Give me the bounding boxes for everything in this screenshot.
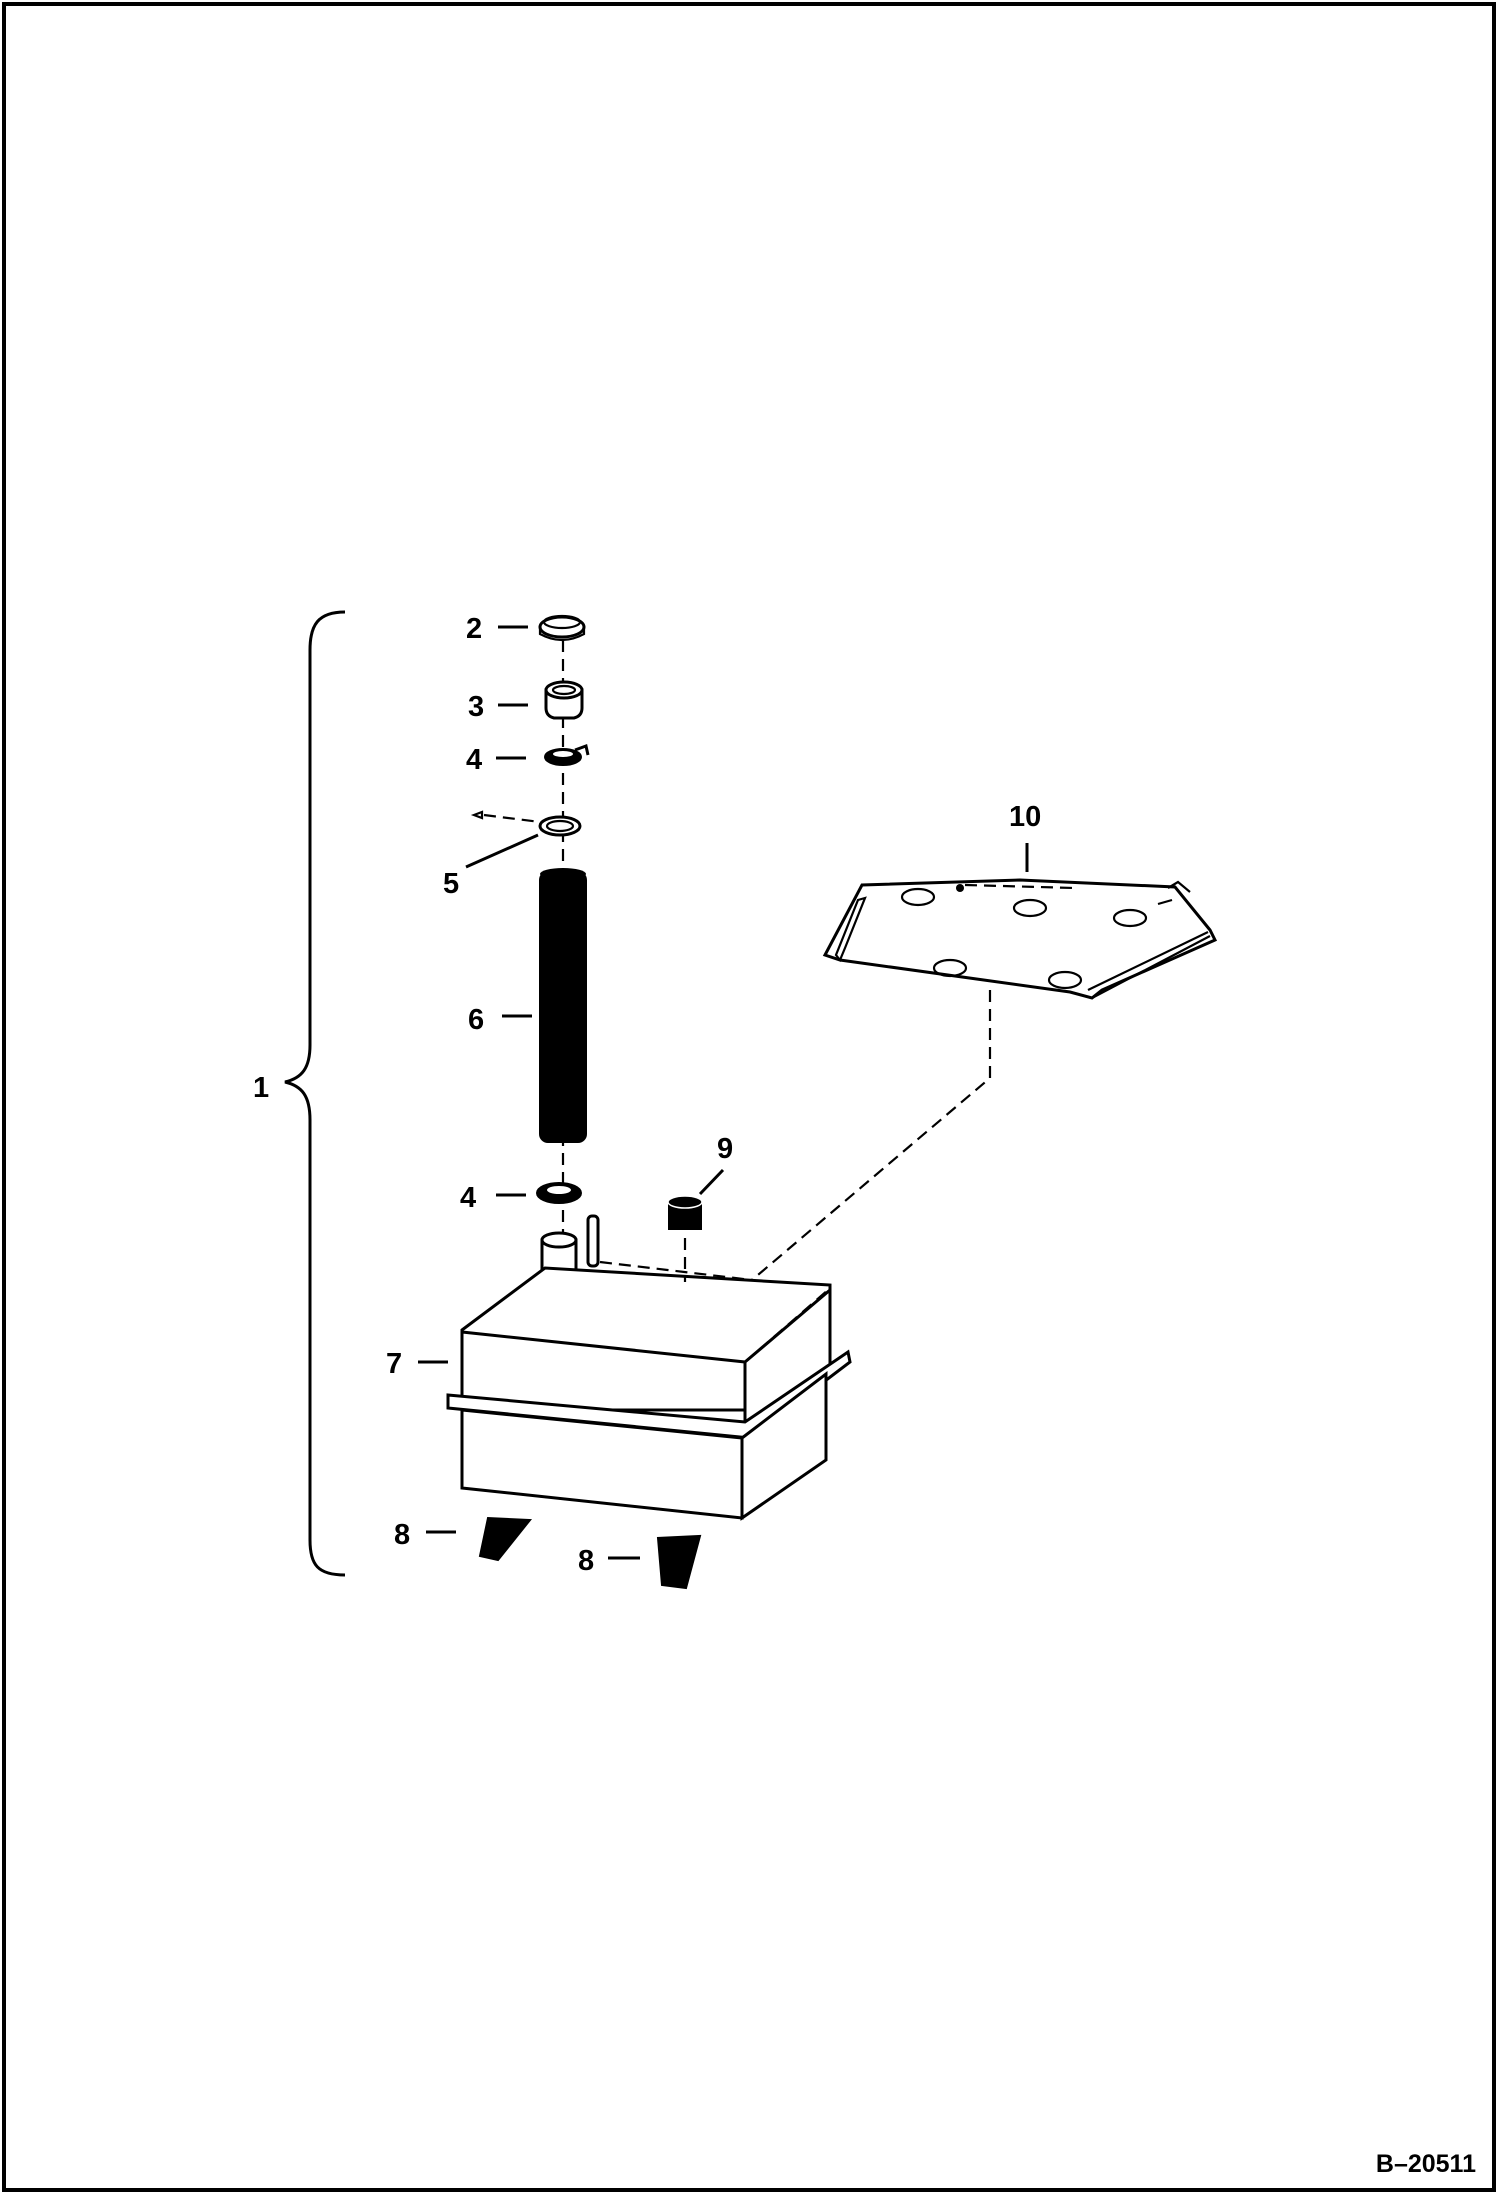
figure-id: B–20511: [1376, 2150, 1476, 2178]
leader-lines: [418, 625, 1029, 1560]
callout-4-lower: 4: [460, 1182, 476, 1214]
callout-3: 3: [468, 691, 484, 723]
callout-8-left: 8: [394, 1519, 410, 1551]
callout-2: 2: [466, 613, 482, 645]
plate-connection-line: [751, 990, 992, 1281]
fuel-tank: [446, 1214, 852, 1521]
hose-clamp-lower: [536, 1182, 582, 1204]
callout-8-right: 8: [578, 1545, 594, 1577]
mounting-pad-right: [656, 1534, 702, 1590]
callout-1: 1: [253, 1072, 269, 1104]
callout-7: 7: [386, 1348, 402, 1380]
filler-adapter: [544, 680, 584, 720]
callout-4-upper: 4: [466, 744, 482, 776]
filler-cap: [538, 614, 586, 642]
callout-6: 6: [468, 1004, 484, 1036]
fuel-plug: [667, 1195, 703, 1230]
callout-5: 5: [443, 868, 459, 900]
assembly-brace: [284, 610, 346, 1577]
filler-hose: [539, 871, 587, 1143]
lanyard-ring: [470, 810, 582, 837]
callout-9: 9: [717, 1133, 733, 1165]
callout-10: 10: [1009, 801, 1041, 833]
hose-clamp-upper: [544, 744, 590, 766]
mounting-plate: [822, 878, 1218, 1000]
mounting-pad-left: [478, 1516, 533, 1562]
